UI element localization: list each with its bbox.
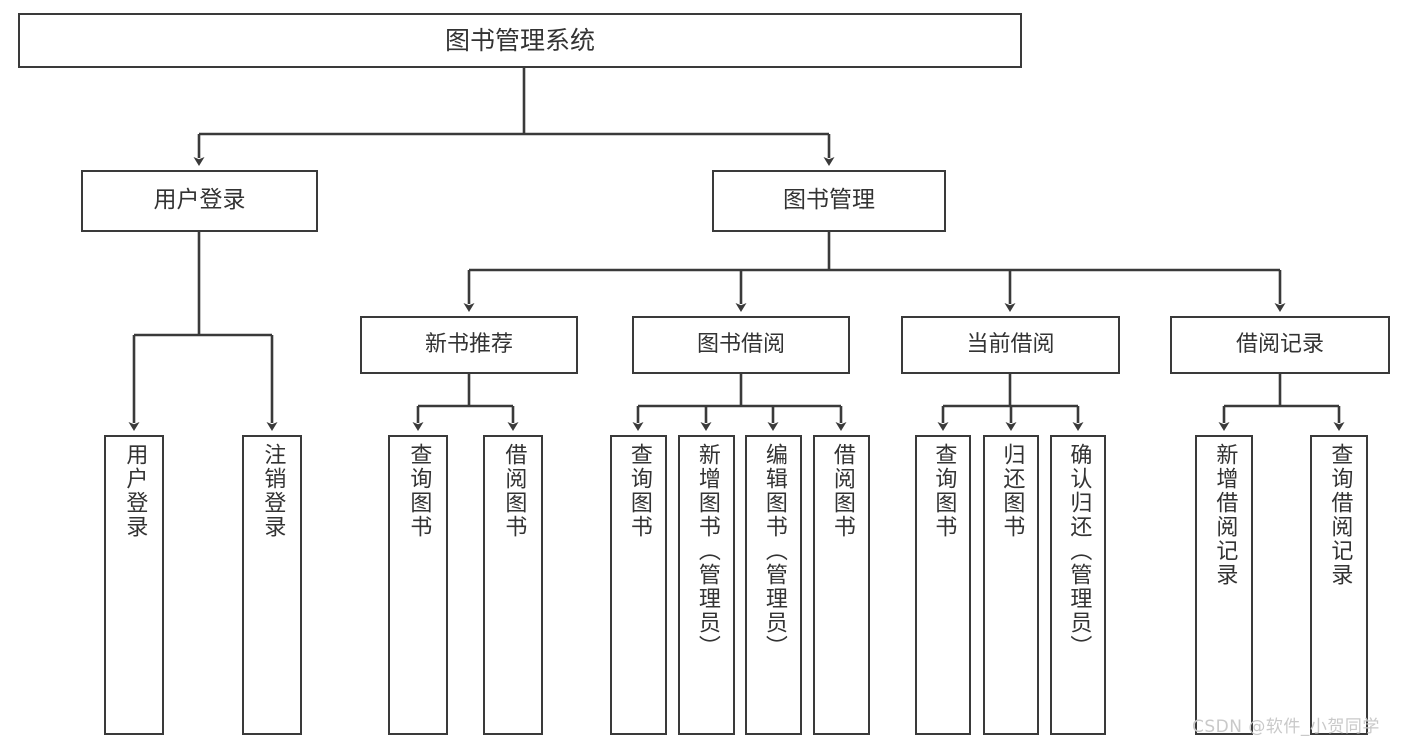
node-leaf-borrow-book-2[interactable]: 借阅图书 [813,435,870,735]
node-leaf-confirm-return[interactable]: 确认归还（管理员） [1050,435,1106,735]
node-leaf-borrow-book-1-label: 借阅图书 [501,443,527,539]
node-leaf-query-book-3-label: 查询图书 [931,443,957,539]
node-leaf-borrow-book-2-label: 借阅图书 [829,443,855,539]
node-leaf-add-book[interactable]: 新增图书（管理员） [678,435,735,735]
node-book-borrow[interactable]: 图书借阅 [632,316,850,374]
node-user-login[interactable]: 用户登录 [81,170,318,232]
node-book-manage-label: 图书管理 [783,187,875,214]
node-root[interactable]: 图书管理系统 [18,13,1022,68]
node-leaf-edit-book-label: 编辑图书（管理员） [761,443,787,659]
node-new-book-recommend[interactable]: 新书推荐 [360,316,578,374]
node-leaf-query-book-1[interactable]: 查询图书 [388,435,448,735]
node-leaf-add-book-label: 新增图书（管理员） [694,443,720,659]
node-leaf-return-book-label: 归还图书 [999,443,1025,539]
node-leaf-borrow-book-1[interactable]: 借阅图书 [483,435,543,735]
node-leaf-query-book-2[interactable]: 查询图书 [610,435,667,735]
node-leaf-edit-book[interactable]: 编辑图书（管理员） [745,435,802,735]
node-leaf-add-record-label: 新增借阅记录 [1212,443,1238,587]
node-leaf-return-book[interactable]: 归还图书 [983,435,1039,735]
node-leaf-logout[interactable]: 注销登录 [242,435,302,735]
node-leaf-query-record-label: 查询借阅记录 [1327,443,1353,587]
node-leaf-user-login[interactable]: 用户登录 [104,435,164,735]
csdn-watermark: CSDN @软件_小贺同学 [1192,717,1380,737]
node-root-label: 图书管理系统 [444,25,595,55]
node-book-manage[interactable]: 图书管理 [712,170,946,232]
node-current-borrow[interactable]: 当前借阅 [901,316,1120,374]
node-leaf-add-record[interactable]: 新增借阅记录 [1195,435,1253,735]
node-borrow-record-label: 借阅记录 [1235,331,1324,357]
node-leaf-query-book-3[interactable]: 查询图书 [915,435,971,735]
node-leaf-query-book-1-label: 查询图书 [406,443,432,539]
node-leaf-logout-label: 注销登录 [260,443,286,539]
node-leaf-query-record[interactable]: 查询借阅记录 [1310,435,1368,735]
node-user-login-label: 用户登录 [153,187,246,214]
node-borrow-record[interactable]: 借阅记录 [1170,316,1390,374]
node-leaf-confirm-return-label: 确认归还（管理员） [1066,443,1092,659]
node-new-book-recommend-label: 新书推荐 [424,331,513,357]
node-leaf-user-login-label: 用户登录 [122,443,148,539]
node-book-borrow-label: 图书借阅 [696,331,785,357]
node-leaf-query-book-2-label: 查询图书 [626,443,652,539]
node-current-borrow-label: 当前借阅 [966,331,1055,357]
